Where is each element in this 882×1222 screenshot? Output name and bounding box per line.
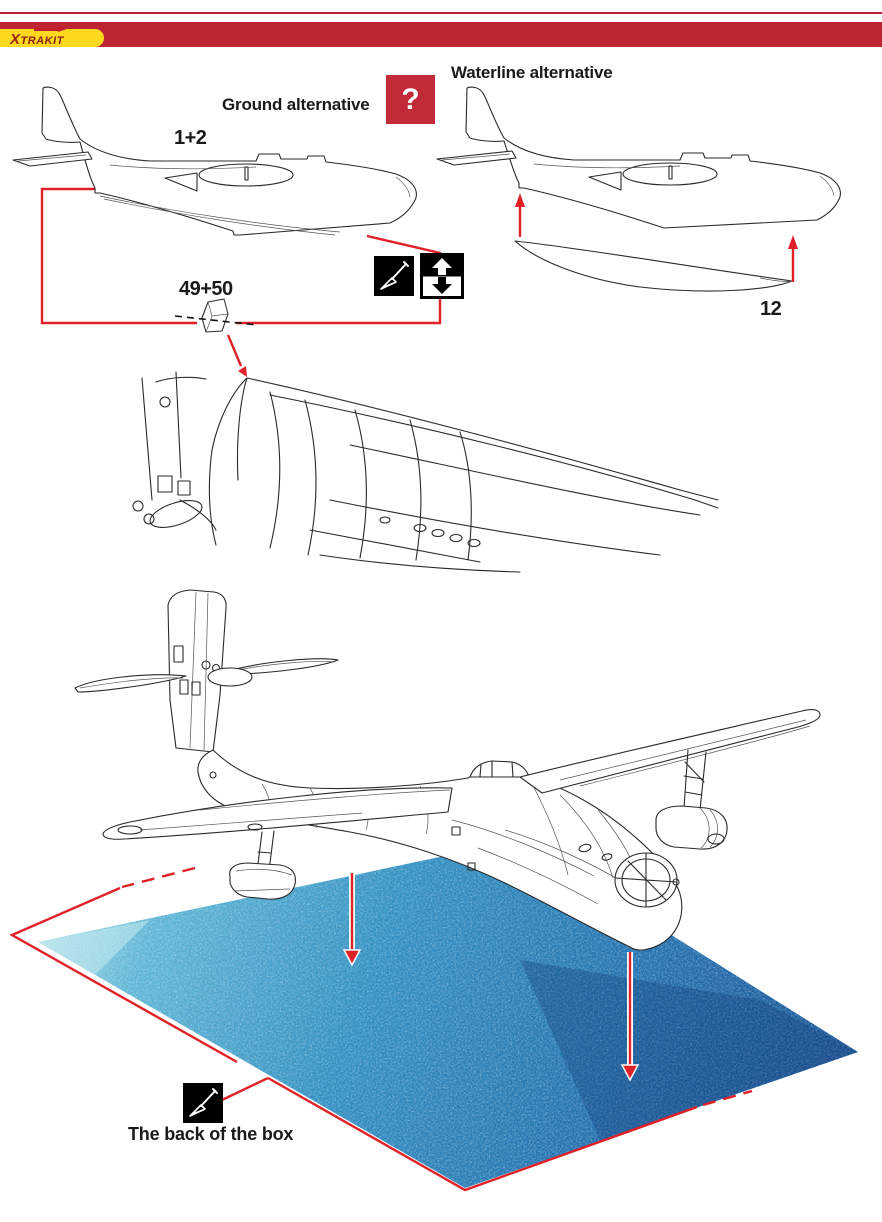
updown-arrows-icon <box>420 253 464 299</box>
main-illustration <box>9 589 858 1192</box>
back-of-box-label: The back of the box <box>128 1124 294 1144</box>
windscreen-outline <box>164 172 198 192</box>
part-label-1-2: 1+2 <box>174 127 207 149</box>
placement-arrows <box>342 873 640 1082</box>
aircraft-drawing <box>74 589 821 951</box>
fuselage-waterline-view <box>436 86 841 229</box>
attach-arrows <box>515 193 798 282</box>
ground-alternative-drawing <box>12 86 442 377</box>
water-surface <box>38 840 858 1188</box>
detail-arrow <box>226 334 247 377</box>
hull-bottom-part-drawing <box>514 240 793 292</box>
engine-nacelle <box>655 749 728 850</box>
question-icon: ? <box>386 75 435 124</box>
fuselage-side-view <box>12 86 417 236</box>
tailplane <box>12 151 93 167</box>
waterline-alternative-title: Waterline alternative <box>451 63 613 82</box>
wingtip-float <box>229 830 296 900</box>
knife-icon <box>374 256 414 296</box>
brand-x: X <box>10 31 21 48</box>
ground-alternative-title: Ground alternative <box>222 95 370 114</box>
knife-icon-2 <box>183 1083 223 1123</box>
nose-turret <box>614 852 680 908</box>
brand-arrow-line <box>34 28 58 31</box>
box-outline <box>9 866 753 1192</box>
waterline-alternative-drawing <box>436 86 841 292</box>
logo-band: XTRAKIT <box>0 26 104 48</box>
top-hairline <box>0 12 882 14</box>
brand-logo: XTRAKIT <box>10 31 64 48</box>
part-label-12: 12 <box>760 298 782 320</box>
closeup-drawing <box>132 371 719 573</box>
brand-rest: TRAKIT <box>20 35 64 47</box>
windscreen-part-drawing <box>174 298 258 333</box>
brand-arrow-icon <box>58 26 67 32</box>
header-bar: XTRAKIT <box>0 22 882 48</box>
part-label-49-50: 49+50 <box>179 278 233 300</box>
